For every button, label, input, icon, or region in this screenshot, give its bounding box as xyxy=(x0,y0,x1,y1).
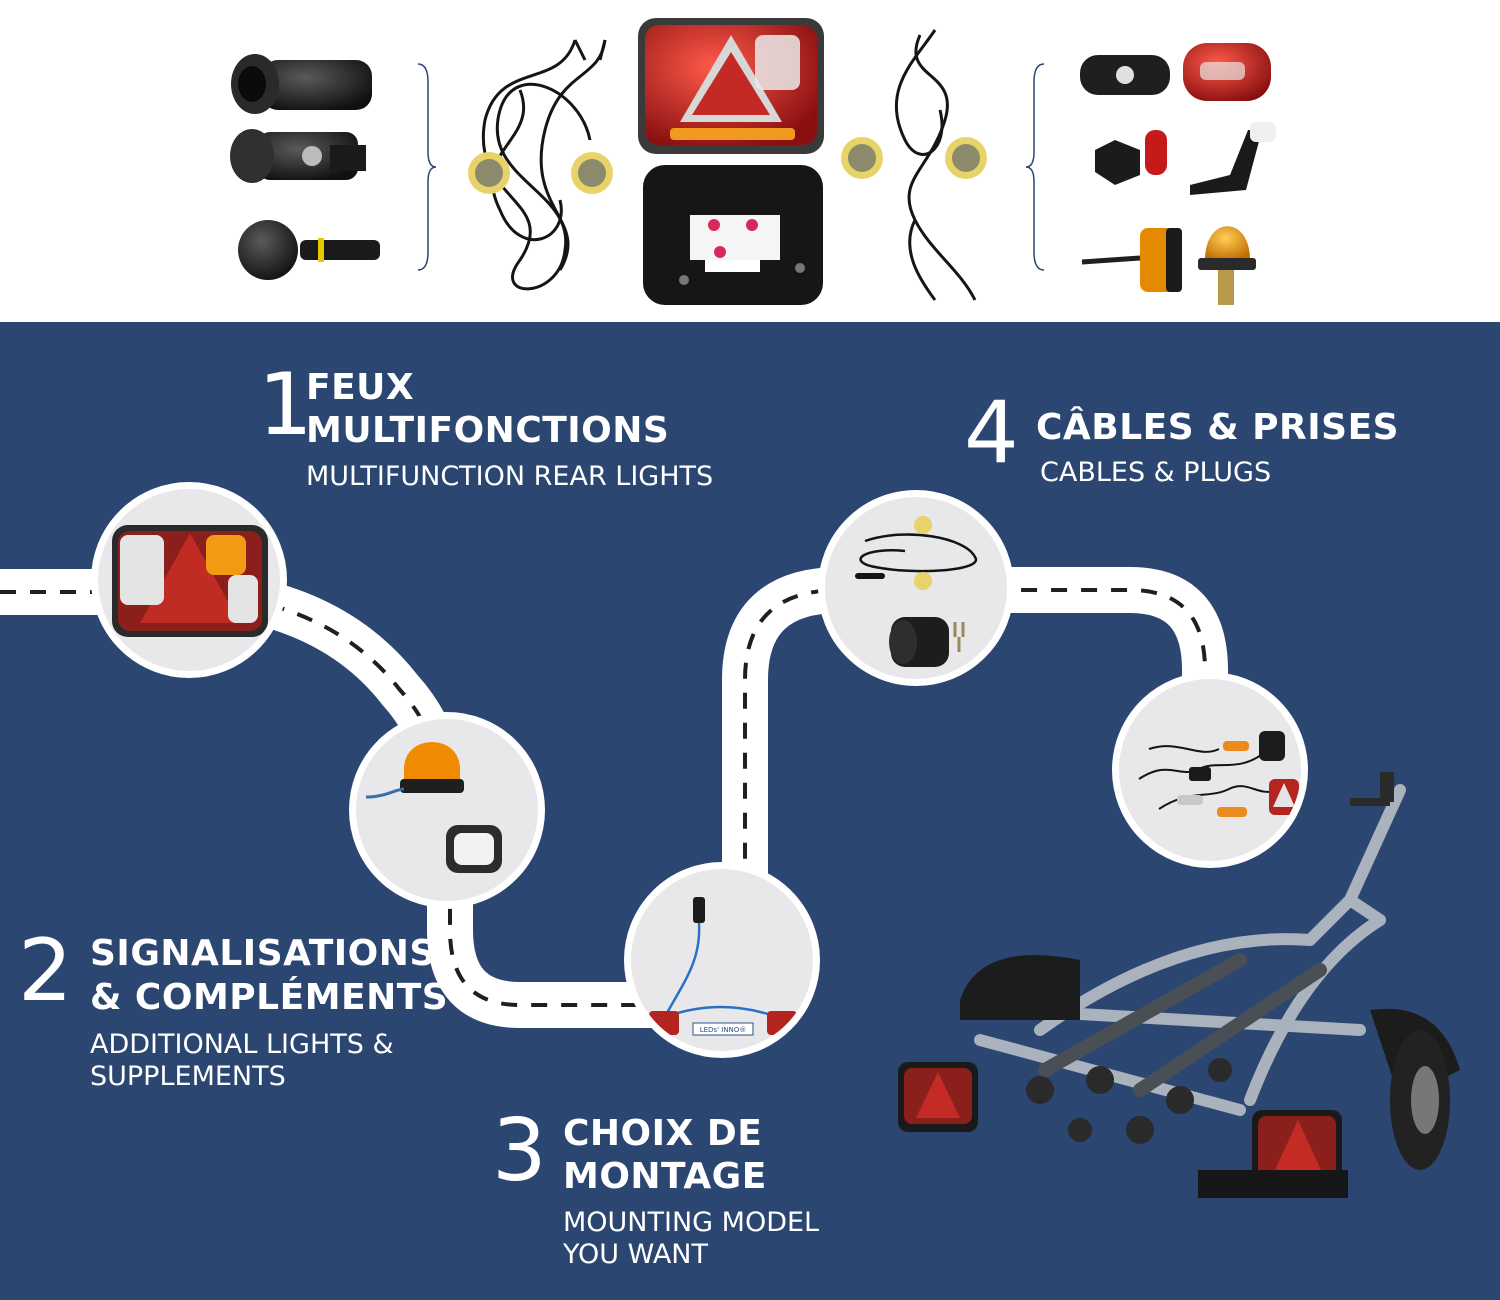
step-3-number: 3 xyxy=(492,1101,547,1201)
wiring-kit-icon xyxy=(1138,731,1299,817)
13-pin-plug-icon xyxy=(231,54,372,114)
rotating-beacon-icon xyxy=(1081,226,1256,305)
product-photos xyxy=(230,18,1276,305)
step-3-subtitle-line1: MOUNTING MODEL xyxy=(563,1207,820,1238)
circle-signalling xyxy=(349,712,545,908)
step-1-number: 1 xyxy=(258,355,313,455)
product-strip xyxy=(0,0,1500,322)
step-1-subtitle: MULTIFUNCTION REAR LIGHTS xyxy=(306,461,714,492)
cable-harness-icon xyxy=(894,29,977,301)
bayonet-connector-icon xyxy=(841,137,987,179)
circle-multifunction-lights xyxy=(91,482,287,678)
leds-inno-label: LEDs' INNO® xyxy=(700,1026,747,1034)
mounting-kit-icon: LEDs' INNO® xyxy=(649,897,797,1036)
rear-light-icon xyxy=(112,525,268,637)
rotating-beacon-icon xyxy=(365,742,502,873)
step-1-title-line2: MULTIFONCTIONS xyxy=(306,410,670,451)
rear-light-back-icon xyxy=(643,165,823,305)
bayonet-connector-icon xyxy=(468,152,613,194)
step-4-number: 4 xyxy=(964,383,1019,483)
circle-mounting-choice: LEDs' INNO® xyxy=(624,862,820,1058)
step-4-title: CÂBLES & PRISES xyxy=(1036,407,1400,448)
rear-light-icon xyxy=(638,18,824,154)
step-4-subtitle: CABLES & PLUGS xyxy=(1040,457,1272,488)
step-3-title-line2: MONTAGE xyxy=(563,1156,767,1197)
step-2-subtitle-line1: ADDITIONAL LIGHTS & xyxy=(90,1029,394,1060)
circle-cables-plugs xyxy=(818,490,1014,686)
step-3-subtitle-line2: YOU WANT xyxy=(563,1239,708,1270)
bracket-left-decoration xyxy=(417,63,437,271)
step-2-number: 2 xyxy=(18,921,73,1021)
circle-kit-wiring xyxy=(1112,672,1308,868)
step-2-subtitle-line2: SUPPLEMENTS xyxy=(90,1061,286,1092)
step-3-title-line1: CHOIX DE xyxy=(563,1113,763,1154)
7-pin-plug-icon xyxy=(230,129,366,183)
cable-harness-icon xyxy=(855,516,978,667)
bracket-right-decoration xyxy=(1025,63,1045,271)
trailer-icon xyxy=(898,772,1460,1198)
step-1-title-line1: FEUX xyxy=(306,367,415,408)
waterproof-socket-icon xyxy=(238,220,380,280)
side-marker-icon xyxy=(1095,122,1276,195)
marker-light-icon xyxy=(1080,43,1271,101)
cable-harness-icon xyxy=(481,39,607,291)
step-2-title-line1: SIGNALISATIONS xyxy=(90,933,436,974)
step-2-title-line2: & COMPLÉMENTS xyxy=(90,977,449,1018)
